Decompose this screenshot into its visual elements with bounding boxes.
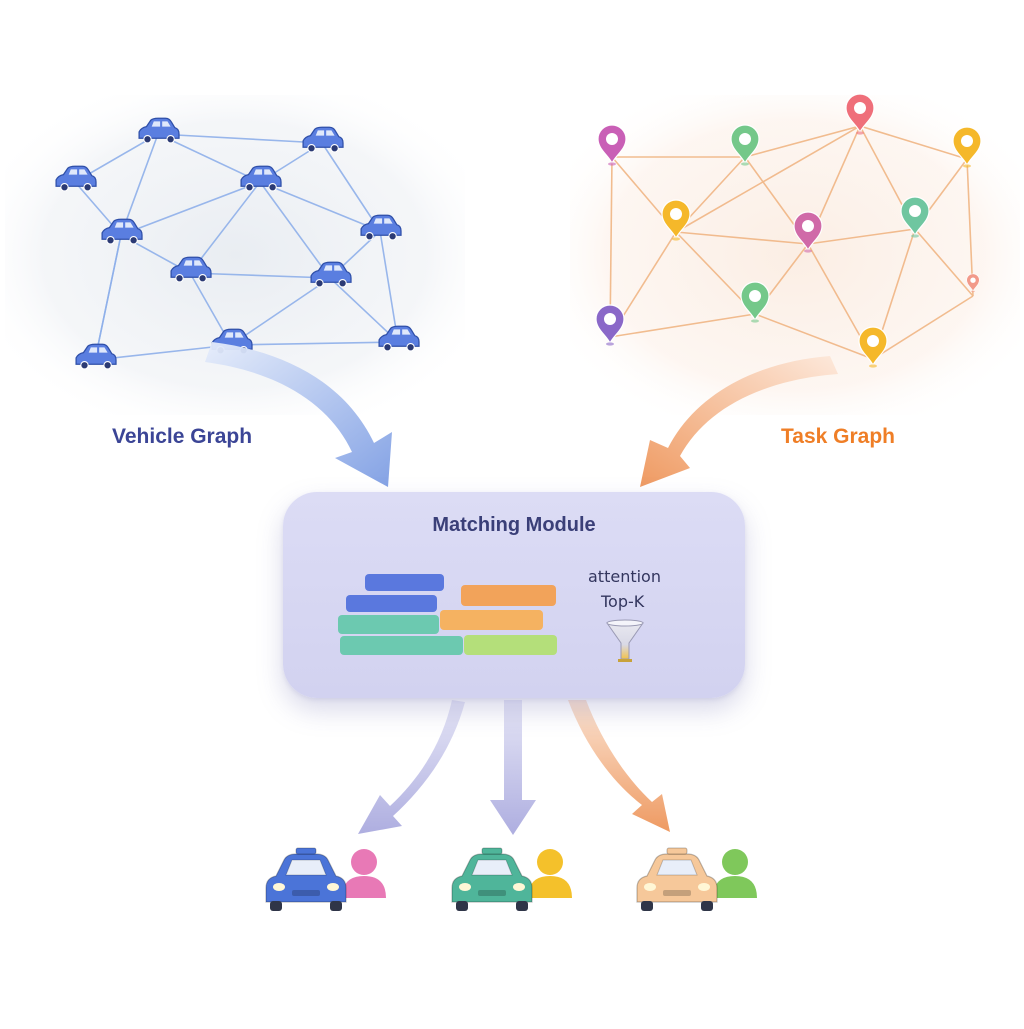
task-location-pin-icon [966, 273, 980, 293]
vehicle-edge [259, 181, 381, 232]
vehicle-edge [259, 181, 331, 279]
funnel-icon [606, 619, 644, 662]
vehicle-edge [120, 181, 261, 236]
task-location-pin-icon [730, 124, 760, 166]
vehicle-graph-title: Vehicle Graph [112, 425, 253, 448]
output-arrow-right [568, 700, 670, 832]
task-to-module-arrow [640, 356, 838, 487]
task-edge [807, 228, 916, 245]
task-edge [859, 125, 968, 160]
vehicle-node-car-icon [170, 256, 212, 283]
vehicle-node-car-icon [240, 165, 282, 192]
task-location-pin-icon [793, 211, 823, 253]
matching-module-panel: Matching Module attention Top-K [283, 492, 745, 698]
attention-bar [346, 595, 437, 612]
matched-person-icon [713, 849, 757, 898]
vehicle-edge [230, 341, 399, 346]
task-edge [872, 295, 974, 360]
vehicle-edge [321, 142, 381, 232]
matched-car-icon [265, 847, 347, 911]
vehicle-to-module-arrow [205, 342, 392, 487]
matched-pairs [265, 847, 757, 911]
vehicle-node-car-icon [75, 343, 117, 370]
task-edge [966, 158, 974, 297]
vehicle-node-car-icon [310, 261, 352, 288]
task-location-pin-icon [597, 124, 627, 166]
matched-person-icon [342, 849, 386, 898]
vehicle-edge [157, 133, 261, 183]
vehicle-node-car-icon [378, 325, 420, 352]
vehicle-edge [189, 272, 331, 279]
vehicle-node-car-icon [360, 214, 402, 241]
task-location-pin-icon [900, 196, 930, 238]
attention-bar [340, 636, 463, 655]
vehicle-edge [120, 133, 159, 236]
vehicle-node-car-icon [302, 126, 344, 153]
task-edge [914, 228, 974, 297]
matching-module-graphic [338, 574, 644, 662]
attention-bar [461, 585, 556, 606]
task-edge [609, 313, 756, 338]
attention-bar [440, 610, 543, 630]
task-location-pin-icon [858, 326, 888, 368]
task-edge [675, 231, 809, 245]
attention-bar [338, 615, 439, 634]
vehicle-edge [157, 133, 323, 144]
matched-car-icon [636, 847, 718, 911]
vehicle-edge [189, 181, 261, 274]
vehicle-edge [230, 277, 331, 346]
vehicle-edge [379, 230, 399, 343]
matched-car-icon [451, 847, 533, 911]
attention-label: attention [588, 567, 661, 586]
task-location-pin-icon [845, 93, 875, 135]
vehicle-node-car-icon [138, 117, 180, 144]
matched-person-icon [528, 849, 572, 898]
vehicle-edge [94, 234, 122, 361]
task-location-pin-icon [661, 199, 691, 241]
task-location-pin-icon [740, 281, 770, 323]
task-edge [675, 125, 861, 233]
task-edge [744, 125, 861, 158]
vehicle-graph-edges [74, 133, 399, 361]
task-graph-title: Task Graph [781, 425, 895, 448]
task-edge [754, 313, 874, 360]
task-graph-nodes [595, 93, 982, 368]
topk-label: Top-K [601, 592, 645, 611]
attention-bar [464, 635, 557, 655]
task-location-pin-icon [952, 126, 982, 168]
task-location-pin-icon [595, 304, 625, 346]
output-arrow-center [490, 700, 536, 835]
vehicle-edge [329, 277, 399, 343]
vehicle-edge [94, 344, 232, 361]
matching-module-title: Matching Module [432, 514, 596, 536]
output-arrow-left [358, 700, 465, 834]
attention-bar [365, 574, 444, 591]
vehicle-node-car-icon [101, 218, 143, 245]
vehicle-node-car-icon [55, 165, 97, 192]
